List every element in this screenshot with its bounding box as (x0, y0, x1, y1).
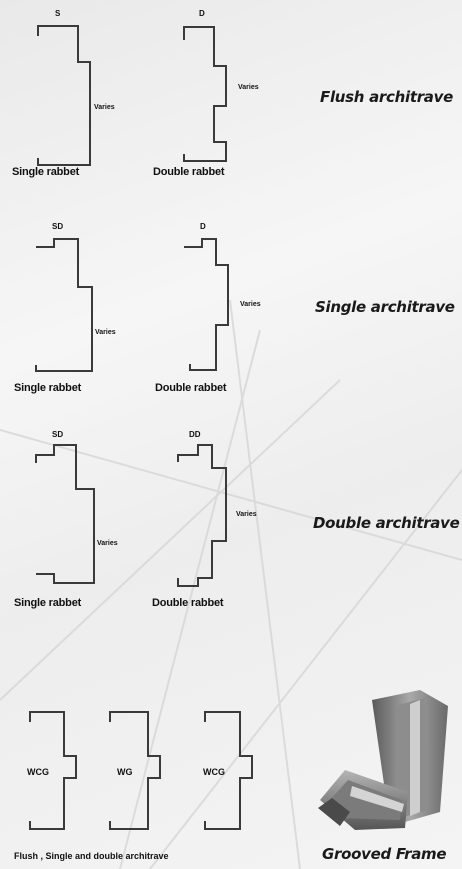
single-single-rabbet-profile (35, 238, 93, 372)
double-single-rabbet-profile (35, 444, 95, 584)
row3-left-varies: Varies (97, 540, 118, 547)
row3-right-tag: DD (189, 430, 201, 439)
flush-architrave-title: Flush architrave (320, 88, 453, 106)
grooved-profile-3 (204, 711, 253, 830)
grooved-caption: Flush , Single and double architrave (14, 851, 169, 861)
single-architrave-title: Single architrave (315, 298, 455, 316)
row1-right-varies: Varies (238, 84, 259, 91)
row2-right-varies: Varies (240, 301, 261, 308)
row2-left-tag: SD (52, 222, 64, 231)
row3-right-rabbet-label: Double rabbet (152, 597, 224, 609)
single-double-rabbet-profile (184, 238, 229, 371)
grooved-label-2: WG (117, 767, 133, 777)
double-architrave-title: Double architrave (313, 514, 460, 532)
grooved-label-3: WCG (203, 767, 225, 777)
row3-left-tag: SD (52, 430, 64, 439)
flush-double-rabbet-profile (183, 26, 227, 162)
row3-right-varies: Varies (236, 511, 257, 518)
grooved-label-1: WCG (27, 767, 49, 777)
grooved-profile-2 (109, 711, 161, 830)
row3-left-rabbet-label: Single rabbet (14, 597, 82, 609)
row1-left-tag: S (55, 9, 61, 18)
grooved-frame-title: Grooved Frame (322, 845, 447, 863)
row2-left-rabbet-label: Single rabbet (14, 382, 82, 394)
row1-left-varies: Varies (94, 104, 115, 111)
row1-right-tag: D (199, 9, 205, 18)
row1-right-rabbet-label: Double rabbet (153, 166, 225, 178)
row1-left-rabbet-label: Single rabbet (12, 166, 80, 178)
row2-right-rabbet-label: Double rabbet (155, 382, 227, 394)
grooved-profile-1 (29, 711, 77, 830)
double-double-rabbet-profile (177, 444, 227, 587)
flush-single-rabbet-profile (37, 25, 91, 166)
row2-right-tag: D (200, 222, 206, 231)
row2-left-varies: Varies (95, 329, 116, 336)
